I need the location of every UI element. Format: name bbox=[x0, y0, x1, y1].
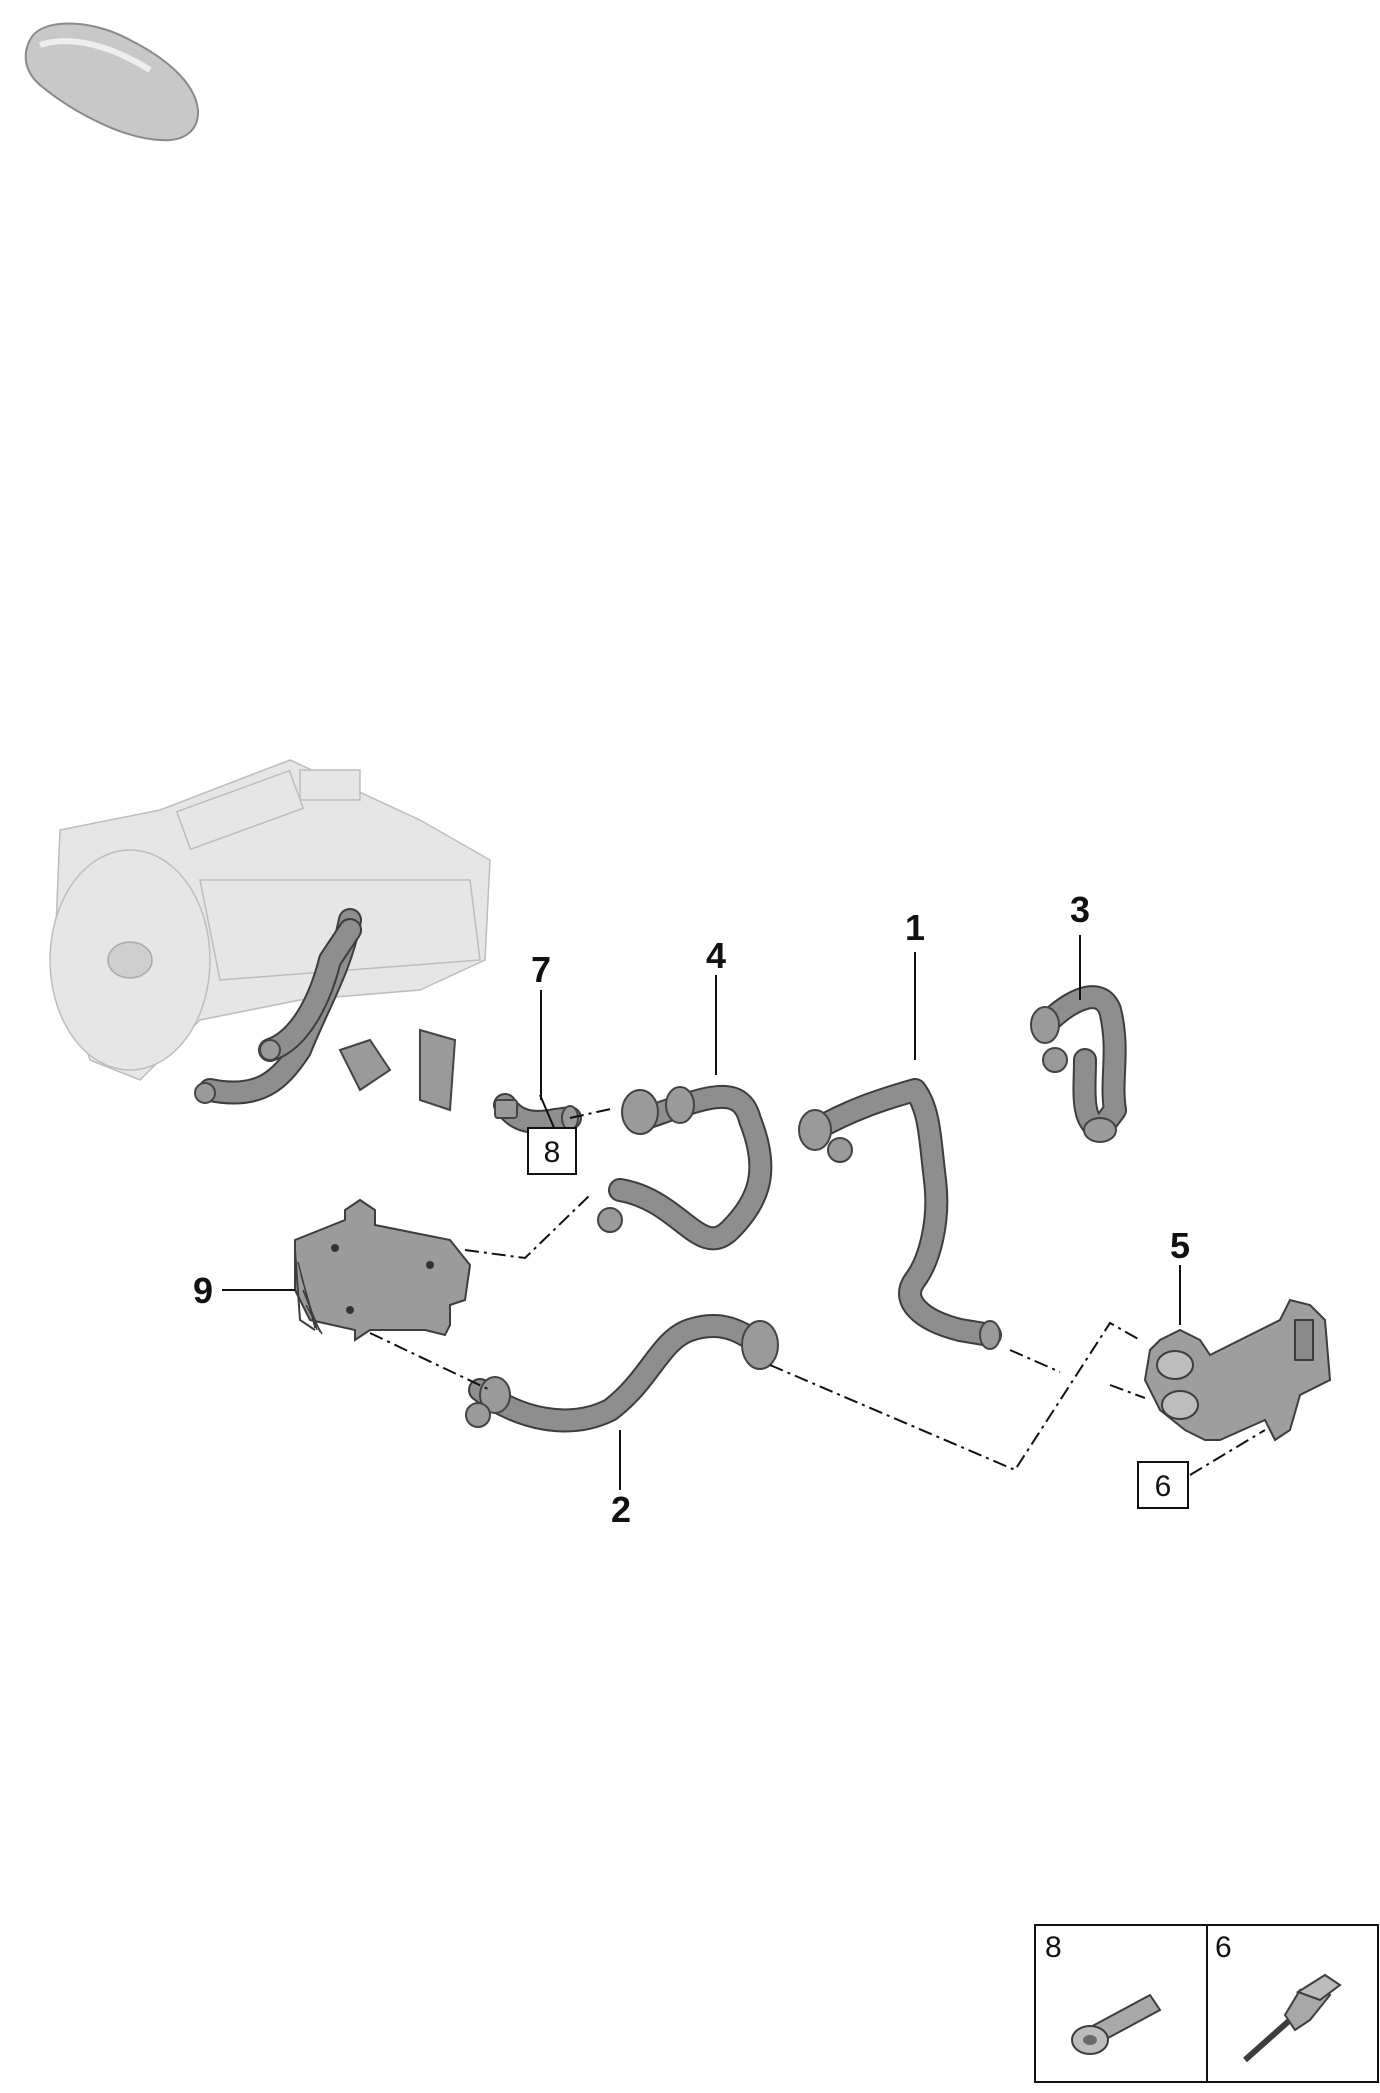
car-silhouette-icon bbox=[24, 22, 200, 142]
callout-3: 3 bbox=[1070, 889, 1090, 930]
callout-9: 9 bbox=[193, 1270, 213, 1311]
callout-4: 4 bbox=[706, 935, 726, 976]
part-3-hose bbox=[1030, 985, 1127, 1143]
part-2-hose bbox=[465, 1314, 779, 1433]
callout-labels: 1 3 4 7 5 9 2 bbox=[193, 889, 1190, 1530]
svg-text:6: 6 bbox=[1155, 1470, 1172, 1503]
legend-table: 8 6 bbox=[1034, 1924, 1379, 2083]
leader-lines bbox=[222, 935, 1266, 1490]
callout-2: 2 bbox=[611, 1489, 631, 1530]
callout-1: 1 bbox=[905, 907, 925, 948]
electric-motor-assembly bbox=[49, 759, 491, 1112]
svg-text:8: 8 bbox=[544, 1136, 561, 1169]
box-ref-6: 6 bbox=[1137, 1461, 1189, 1509]
callout-7: 7 bbox=[531, 949, 551, 990]
part-5-bracket bbox=[1143, 1298, 1332, 1442]
legend-label-left: 8 bbox=[1045, 1931, 1062, 1964]
part-1-hose bbox=[798, 1078, 1002, 1350]
box-ref-8: 8 bbox=[527, 1127, 577, 1175]
rivet-icon bbox=[1243, 1973, 1342, 2063]
assembly-lines bbox=[369, 1107, 1146, 1472]
callout-5: 5 bbox=[1170, 1225, 1190, 1266]
part-9-oil-cooler bbox=[294, 1198, 472, 1342]
part-7-elbow-connector bbox=[493, 1093, 582, 1134]
screw-icon bbox=[1071, 1993, 1162, 2055]
part-4-hose bbox=[597, 1085, 773, 1251]
legend-label-right: 6 bbox=[1215, 1931, 1232, 1964]
